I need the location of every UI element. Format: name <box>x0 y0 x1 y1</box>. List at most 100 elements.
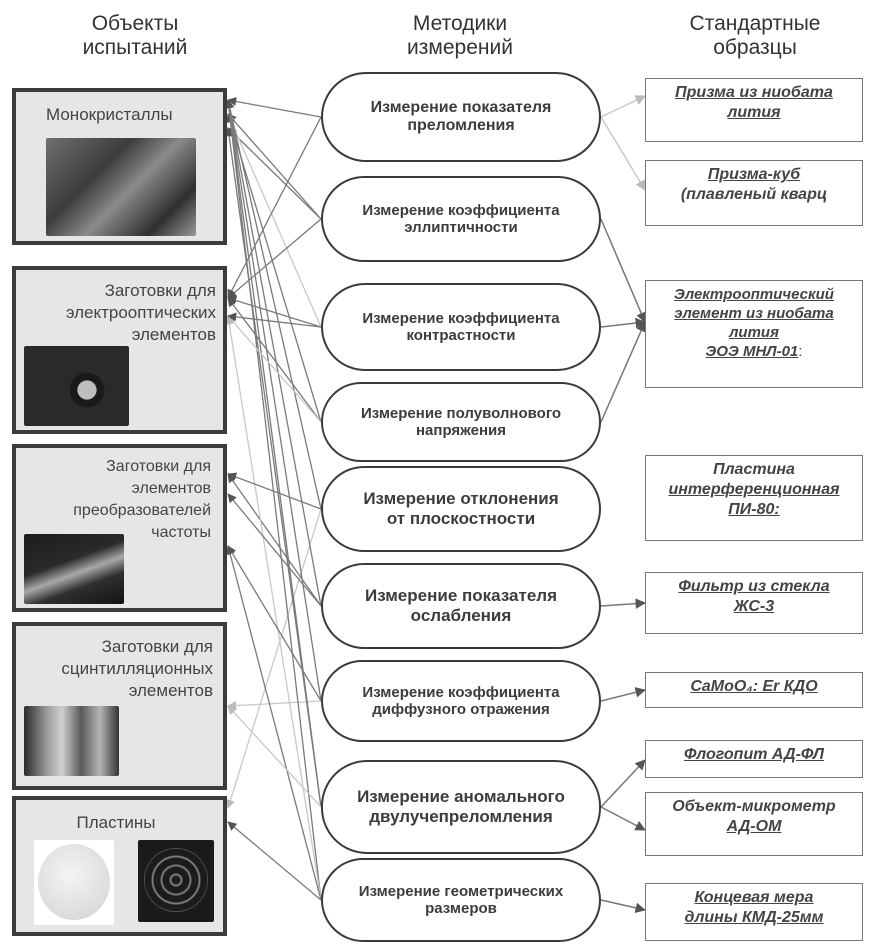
connector-object-link <box>227 296 322 328</box>
connector-standard-link <box>600 218 647 323</box>
object-label-line: сцинтилляционных <box>61 659 213 678</box>
method-text-line: Измерение отклонения <box>363 489 559 508</box>
standard-text-line: элемент из ниобата <box>674 305 834 322</box>
object-box-frequency-converter-blanks: Заготовки для элементов преобразователей… <box>12 444 227 612</box>
standard-text-line: Фильтр из стекла <box>678 578 830 595</box>
interference-fringes <box>144 848 208 912</box>
white-plate-disc <box>38 844 110 920</box>
header-standards: Стандартные образцы <box>655 12 855 60</box>
connector-object-link <box>227 96 322 118</box>
standard-text-line: ЭОЭ МНЛ-01 <box>705 343 799 360</box>
method-text-line: диффузного отражения <box>372 701 550 718</box>
connector-object-link <box>224 99 322 702</box>
standard-text-line: интерференционная <box>668 481 840 498</box>
method-text-line: размеров <box>425 900 497 917</box>
connector-standard-link <box>600 687 647 702</box>
method-text-line: контрастности <box>406 327 516 344</box>
standard-text-line: Флогопит АД-ФЛ <box>683 746 825 763</box>
object-label: Пластины <box>16 812 216 834</box>
method-text-line: ослабления <box>410 606 512 625</box>
standard-text-line: лития <box>729 324 779 341</box>
object-label-line: элементов <box>131 325 216 344</box>
standard-electrooptic-element: Электрооптический элемент из ниобата лит… <box>645 280 863 388</box>
header-objects-line-1: Объекты <box>91 12 179 35</box>
connector-object-link <box>227 113 322 328</box>
connector-object-link <box>224 99 322 901</box>
interference-plate-photo <box>138 840 214 922</box>
standard-interference-plate: Пластина интерференционная ПИ-80: <box>645 455 863 541</box>
connector-object-link <box>224 315 322 901</box>
standard-text-line: АД-ОМ <box>726 818 782 835</box>
method-text-line: Измерение показателя <box>364 586 557 605</box>
standard-camoo4: CaMoO₄: Er КДО <box>645 672 863 708</box>
method-text-line: Измерение коэффициента <box>362 684 560 701</box>
header-standards-line-1: Стандартные <box>689 12 821 35</box>
method-text-line: двулучепреломления <box>369 807 553 826</box>
standard-filter-glass: Фильтр из стекла ЖС-3 <box>645 572 863 634</box>
connector-object-link <box>227 545 322 702</box>
object-box-scintillation-blanks: Заготовки для сцинтилляционных элементов <box>12 622 227 790</box>
standard-text-line: Пластина <box>713 461 795 478</box>
connector-standard-link <box>600 95 646 118</box>
method-text-line: Измерение показателя <box>370 99 552 116</box>
standard-text-line: Призма из ниобата <box>675 84 833 101</box>
standard-gauge-block: Концевая мера длины КМД-25мм <box>645 883 863 941</box>
object-label: Заготовки для электрооптических элементо… <box>16 280 216 346</box>
object-label: Монокристаллы <box>46 104 206 126</box>
crystals-photo <box>46 138 196 236</box>
standard-text-line: длины КМД-25мм <box>684 909 824 926</box>
connector-object-link <box>224 127 322 808</box>
connector-object-link <box>225 99 322 510</box>
connector-object-link <box>227 473 322 607</box>
standard-text-line: ЖС-3 <box>733 598 775 615</box>
header-methods-line-1: Методики <box>412 12 508 35</box>
object-label-line: Заготовки для <box>106 458 211 475</box>
connector-object-link <box>225 99 322 607</box>
connector-standard-link <box>600 899 647 914</box>
object-label: Заготовки для сцинтилляционных элементов <box>16 636 213 702</box>
object-label-line: Заготовки для <box>104 281 216 300</box>
standard-cube-prism: Призма-куб (плавленый кварц <box>645 160 863 226</box>
standard-niobate-prism: Призма из ниобата лития <box>645 78 863 142</box>
connector-standard-link <box>600 598 647 609</box>
standard-object-micrometer: Объект-микрометр АД-ОМ <box>645 792 863 856</box>
connector-object-link <box>227 493 322 607</box>
connector-standard-link <box>600 116 646 191</box>
object-label-line: преобразователей <box>73 502 211 519</box>
connector-object-link <box>227 113 322 220</box>
connector-object-link <box>226 508 322 809</box>
object-box-monocrystals: Монокристаллы <box>12 88 227 245</box>
object-label-line: элементов <box>128 681 213 700</box>
method-text-line: Измерение коэффициента <box>362 202 560 219</box>
standard-text-line: CaMoO₄: Er КДО <box>690 678 818 695</box>
connector-object-link <box>227 315 322 423</box>
standard-text-line: Концевая мера <box>694 889 814 906</box>
method-text-line: Измерение аномального <box>357 787 565 806</box>
connector-object-link <box>227 312 322 328</box>
connector-standard-link <box>600 806 646 831</box>
standard-phlogopite: Флогопит АД-ФЛ <box>645 740 863 778</box>
scintillation-photo <box>24 706 119 776</box>
method-text-line: Измерение геометрических <box>358 883 564 900</box>
connector-object-link <box>225 545 322 901</box>
object-label-line: частоты <box>151 524 211 541</box>
connector-object-link <box>227 218 322 299</box>
header-methods-line-2: измерений <box>407 36 513 59</box>
method-text-line: напряжения <box>416 422 506 439</box>
connector-standard-link <box>600 759 646 808</box>
method-text-line: Измерение полуволнового <box>360 405 562 422</box>
connector-object-link <box>227 127 322 220</box>
standard-text-line: Электрооптический <box>674 286 834 303</box>
object-label-line: элементов <box>131 480 211 497</box>
connector-standard-link <box>600 321 646 423</box>
